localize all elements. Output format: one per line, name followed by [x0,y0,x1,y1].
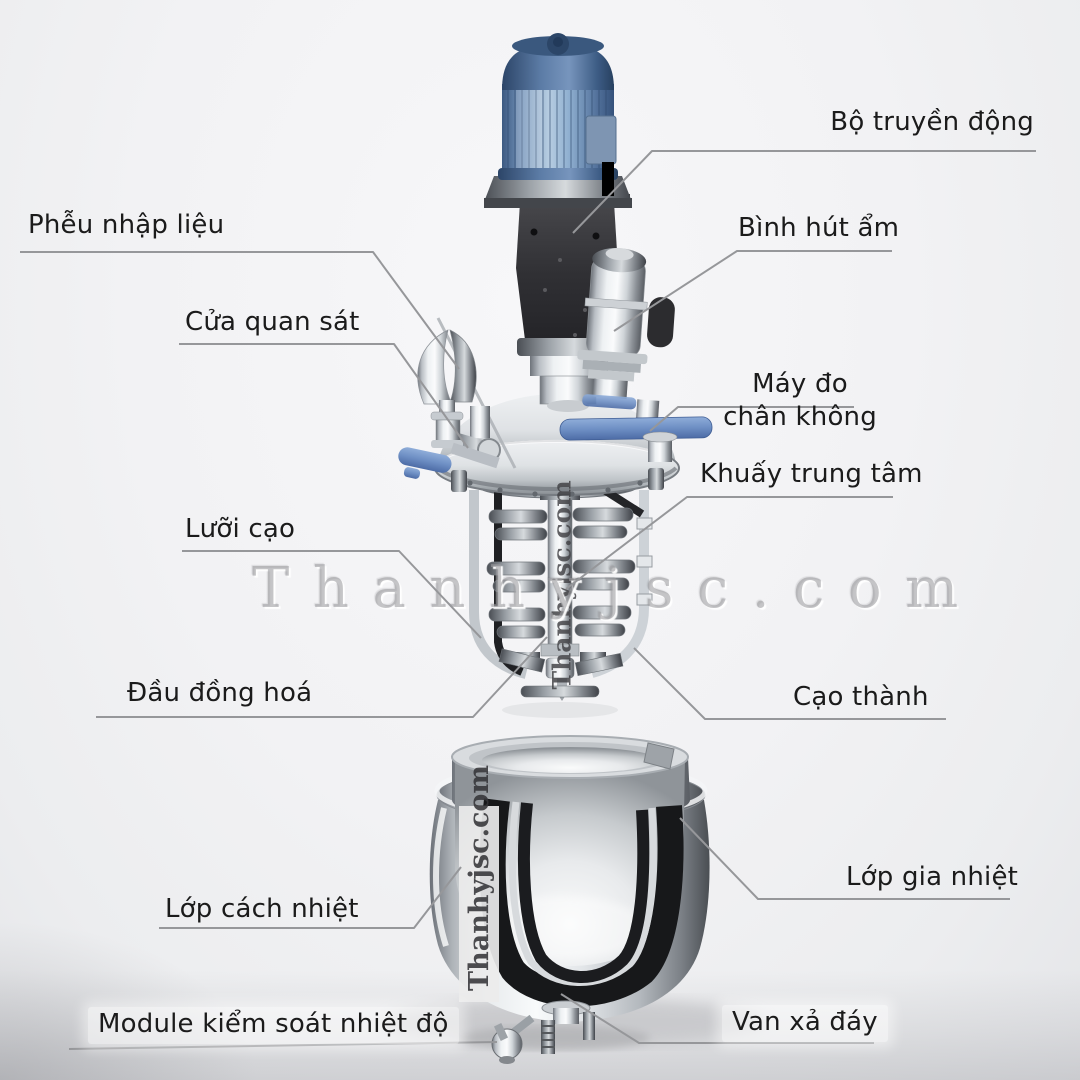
label-khuay-trung-tam: Khuấy trung tâm [700,459,923,489]
label-module-kiem-soat-nhiet-do: Module kiểm soát nhiệt độ [88,1007,459,1044]
vessel-rim-opening [482,747,658,773]
motor [484,33,632,208]
corner-shade [0,920,260,1080]
label-cao-thanh: Cạo thành [793,682,929,712]
label-bo-truyen-dong: Bộ truyền động [830,107,1034,137]
label-dau-dong-hoa: Đầu đồng hoá [127,678,313,708]
drain-threaded-stud [541,1020,555,1054]
flange-lug-left [451,470,467,492]
label-luoi-cao: Lưỡi cạo [185,514,296,544]
agitator-assembly [469,473,653,718]
label-lop-cach-nhiet: Lớp cách nhiệt [165,894,359,924]
motor-base-band [498,168,618,180]
rim-notch [643,742,675,770]
label-binh-hut-am: Bình hút ẩm [738,213,900,243]
label-van-xa-day: Van xả đáy [722,1005,888,1042]
label-phieu-nhap-lieu: Phễu nhập liệu [28,210,225,240]
drain-ball-valve [491,1028,523,1060]
label-may-do-chan-khong: Máy đo chân không [723,369,877,432]
hopper-elbow [450,442,500,469]
drain-leg [583,1012,595,1040]
vessel-watermark-strip [459,806,499,1002]
motor-junction-box [585,115,617,165]
center-shaft [547,489,573,651]
vessel [429,735,710,1022]
hopper-valve-handle-blue [398,447,452,473]
drain-valve-lever [493,1023,509,1041]
label-cua-quan-sat: Cửa quan sát [185,307,360,337]
drain-elbow [511,1014,535,1036]
agitator-reflection [502,702,618,718]
label-lop-gia-nhiet: Lớp gia nhiệt [846,862,1019,892]
flange-bolts [467,480,643,497]
vacuum-valve-handle [559,416,713,441]
bottle-clamp-blue [582,394,637,410]
motor-cap [502,42,614,90]
insulation-layer [517,802,650,983]
bottle-clamp-knob [647,297,675,348]
flange-lug-right [648,468,664,490]
